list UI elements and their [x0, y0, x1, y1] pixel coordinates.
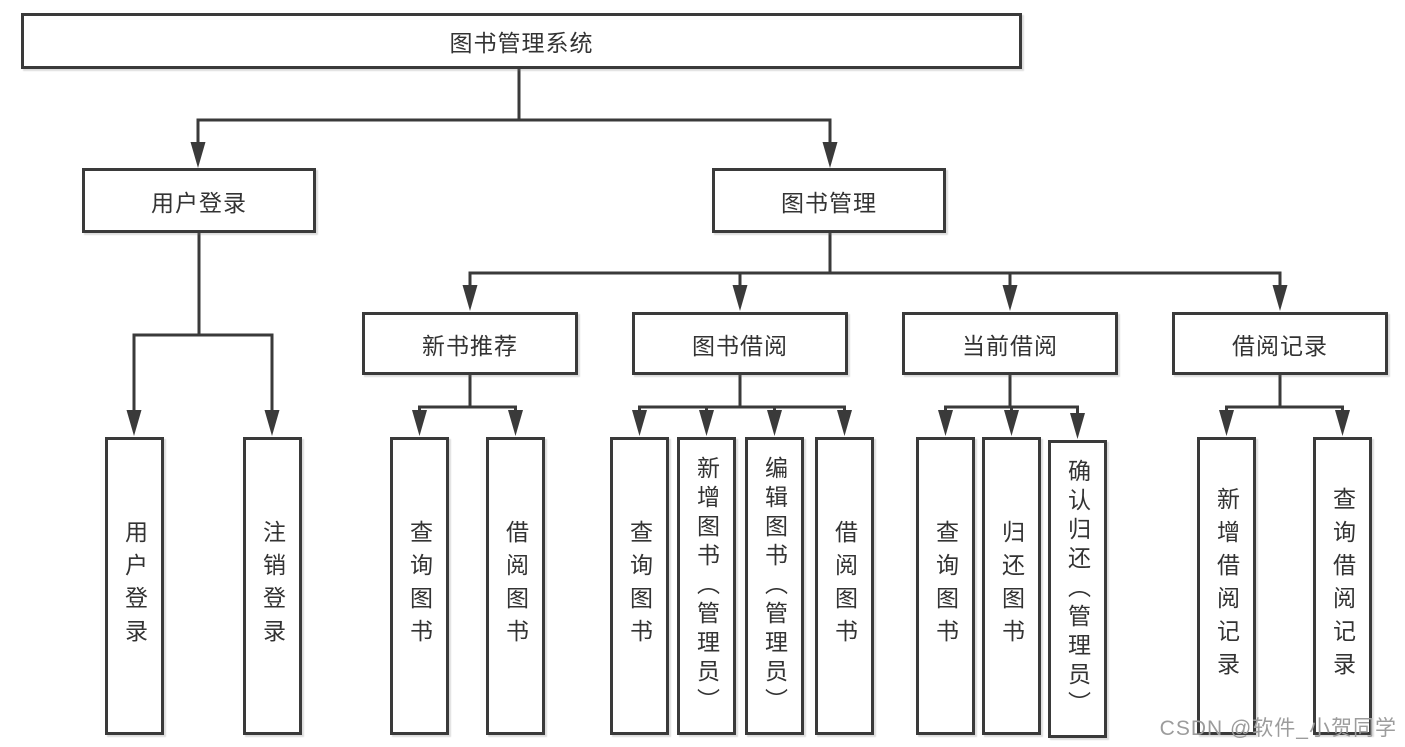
node-label: 当前借阅	[962, 332, 1058, 359]
leaf-confirm-return-admin: 确认归还（管理员）	[1048, 440, 1107, 738]
arrowhead	[508, 410, 523, 436]
leaf-borrow-books: 借阅图书	[815, 437, 874, 735]
node-book-borrow: 图书借阅	[632, 312, 848, 375]
csdn-watermark: CSDN @软件_小贺同学	[1159, 717, 1397, 740]
node-current-borrow: 当前借阅	[902, 312, 1118, 375]
leaf-logout: 注销登录	[243, 437, 302, 735]
leaf-label: 查询图书	[932, 520, 959, 652]
node-label: 借阅记录	[1232, 332, 1328, 359]
node-new-book-recommend: 新书推荐	[362, 312, 578, 375]
leaf-query-books-current: 查询图书	[916, 437, 975, 735]
arrowhead	[264, 410, 280, 436]
leaf-label: 新增借阅记录	[1213, 487, 1240, 685]
arrowhead	[1004, 410, 1019, 436]
leaf-label: 新增图书（管理员）	[693, 455, 720, 717]
arrowhead	[732, 285, 748, 311]
leaf-label: 借阅图书	[831, 520, 858, 652]
arrowhead	[1002, 285, 1018, 311]
node-library-management-system: 图书管理系统	[21, 13, 1022, 69]
arrowhead	[1272, 285, 1288, 311]
leaf-edit-book-admin: 编辑图书（管理员）	[745, 437, 804, 735]
leaf-add-book-admin: 新增图书（管理员）	[677, 437, 736, 735]
node-label: 图书借阅	[692, 332, 788, 359]
arrowhead	[767, 410, 782, 436]
arrowhead	[938, 410, 953, 436]
leaf-label: 归还图书	[998, 520, 1025, 652]
arrowhead	[699, 410, 714, 436]
arrowhead	[412, 410, 427, 436]
leaf-borrow-books-recommend: 借阅图书	[486, 437, 545, 735]
leaf-add-borrow-record: 新增借阅记录	[1197, 437, 1256, 735]
node-label: 图书管理系统	[449, 30, 594, 56]
arrowhead	[126, 410, 142, 436]
arrowhead	[462, 285, 478, 311]
leaf-label: 编辑图书（管理员）	[761, 455, 788, 717]
connector-paths	[132, 69, 1344, 415]
arrowhead	[1070, 413, 1085, 439]
arrowhead	[1219, 410, 1234, 436]
node-label: 图书管理	[781, 189, 877, 216]
leaf-query-books-recommend: 查询图书	[390, 437, 449, 735]
leaf-query-books-borrow: 查询图书	[610, 437, 669, 735]
leaf-query-borrow-record: 查询借阅记录	[1313, 437, 1372, 735]
arrowhead	[632, 410, 647, 436]
leaf-label: 查询借阅记录	[1329, 487, 1356, 685]
arrowheads	[126, 142, 1350, 439]
arrowhead	[190, 142, 206, 168]
arrowhead	[837, 410, 852, 436]
leaf-label: 确认归还（管理员）	[1064, 458, 1091, 720]
node-user-login: 用户登录	[82, 168, 316, 233]
arrowhead	[1335, 410, 1350, 436]
arrowhead	[822, 142, 838, 168]
node-borrow-records: 借阅记录	[1172, 312, 1388, 375]
node-book-manage: 图书管理	[712, 168, 946, 233]
leaf-label: 查询图书	[626, 520, 653, 652]
leaf-label: 查询图书	[406, 520, 433, 652]
leaf-return-book: 归还图书	[982, 437, 1041, 735]
leaf-label: 借阅图书	[502, 520, 529, 652]
node-label: 新书推荐	[422, 332, 518, 359]
node-label: 用户登录	[151, 189, 247, 216]
leaf-label: 用户登录	[121, 520, 148, 652]
leaf-label: 注销登录	[259, 520, 286, 652]
leaf-user-login: 用户登录	[105, 437, 164, 735]
